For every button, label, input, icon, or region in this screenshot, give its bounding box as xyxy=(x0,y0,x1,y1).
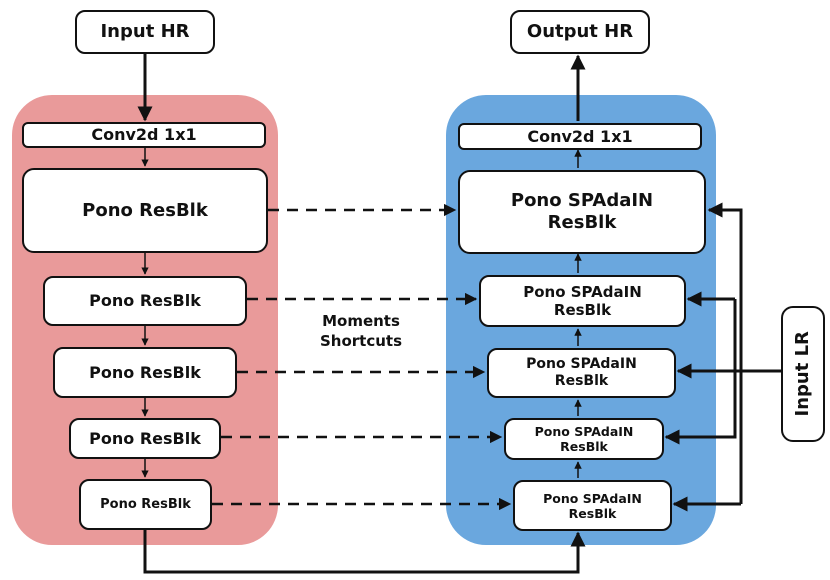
decoder-block-4: Pono SPAdaIN ResBlk xyxy=(504,418,664,460)
output-hr-box: Output HR xyxy=(510,10,650,54)
decoder-block-2-label: Pono SPAdaIN ResBlk xyxy=(523,283,642,319)
output-hr-label: Output HR xyxy=(526,21,634,43)
encoder-block-4-label: Pono ResBlk xyxy=(89,428,201,448)
decoder-block-3: Pono SPAdaIN ResBlk xyxy=(487,348,676,398)
encoder-block-2-label: Pono ResBlk xyxy=(89,291,201,311)
decoder-block-2: Pono SPAdaIN ResBlk xyxy=(479,275,686,327)
lr-bus-outer xyxy=(707,202,743,371)
encoder-conv-box: Conv2d 1x1 xyxy=(22,122,266,148)
encoder-block-1: Pono ResBlk xyxy=(22,168,268,253)
decoder-conv-label: Conv2d 1x1 xyxy=(527,126,633,146)
decoder-block-5: Pono SPAdaIN ResBlk xyxy=(513,480,672,531)
decoder-block-1: Pono SPAdaIN ResBlk xyxy=(458,170,706,254)
encoder-block-3: Pono ResBlk xyxy=(53,347,237,398)
encoder-block-1-label: Pono ResBlk xyxy=(82,199,208,221)
encoder-block-2: Pono ResBlk xyxy=(43,276,247,326)
decoder-conv-box: Conv2d 1x1 xyxy=(458,123,702,150)
input-hr-label: Input HR xyxy=(100,21,190,43)
decoder-block-5-label: Pono SPAdaIN ResBlk xyxy=(543,490,642,521)
input-hr-box: Input HR xyxy=(75,10,215,54)
encoder-block-5: Pono ResBlk xyxy=(79,479,212,530)
encoder-block-3-label: Pono ResBlk xyxy=(89,362,201,382)
input-lr-box: Input LR xyxy=(781,306,825,442)
arrow-bottom-loop xyxy=(143,530,586,574)
lr-bus-inner xyxy=(664,299,737,445)
encoder-conv-label: Conv2d 1x1 xyxy=(91,125,197,145)
input-lr-label: Input LR xyxy=(792,331,814,417)
decoder-block-3-label: Pono SPAdaIN ResBlk xyxy=(526,356,637,389)
decoder-block-1-label: Pono SPAdaIN ResBlk xyxy=(510,190,654,233)
moments-shortcuts-label: Moments Shortcuts xyxy=(319,312,403,351)
encoder-block-5-label: Pono ResBlk xyxy=(100,496,191,512)
decoder-block-4-label: Pono SPAdaIN ResBlk xyxy=(534,424,634,454)
encoder-block-4: Pono ResBlk xyxy=(69,418,221,459)
